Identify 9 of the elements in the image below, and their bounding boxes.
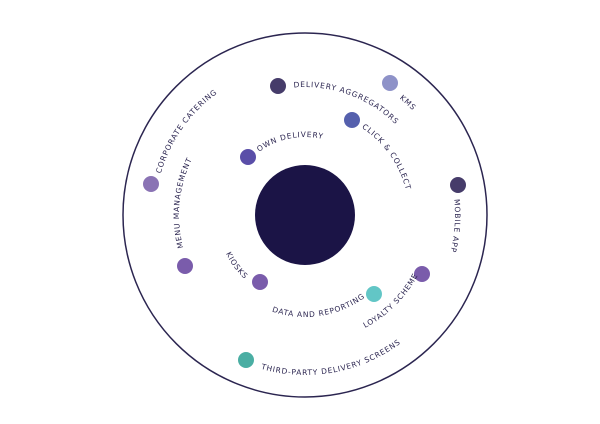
dot [177, 258, 193, 274]
dot [143, 176, 159, 192]
dot [252, 274, 268, 290]
dot [270, 78, 286, 94]
dot [238, 352, 254, 368]
dot [240, 149, 256, 165]
center-circle [255, 165, 355, 265]
dot [366, 286, 382, 302]
dot [450, 177, 466, 193]
